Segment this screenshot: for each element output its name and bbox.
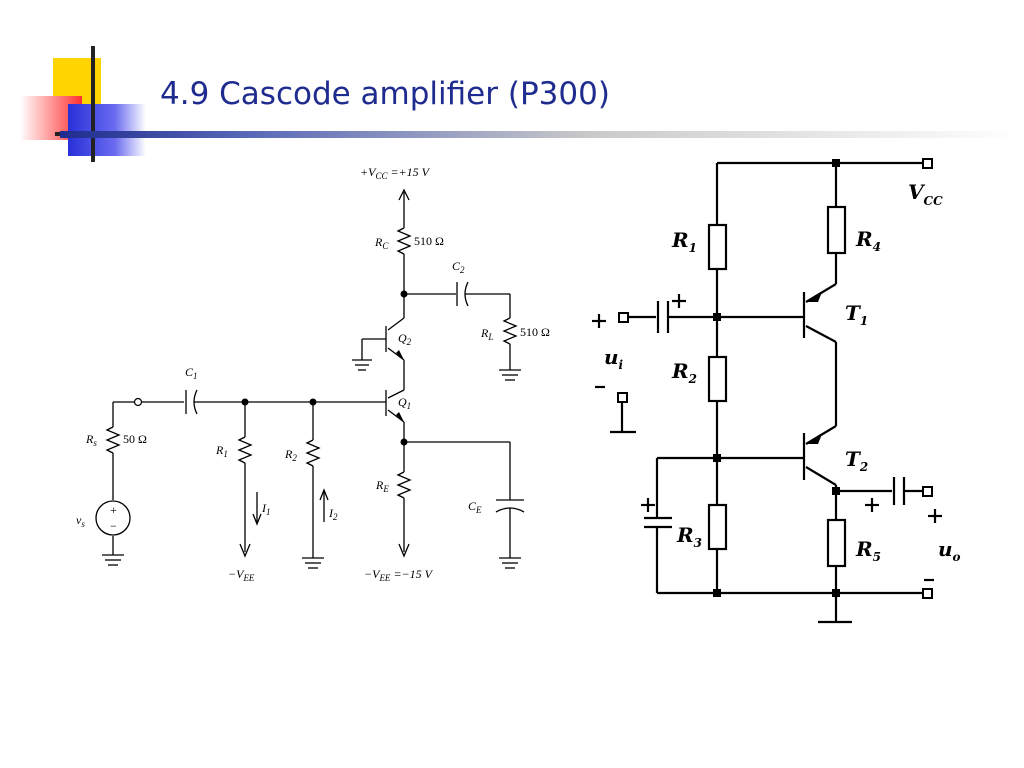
left-circuit [102, 188, 525, 569]
left-re-label: RE [375, 478, 389, 494]
left-vs-plus: + [110, 503, 117, 517]
left-vs-label: vs [76, 513, 85, 529]
right-uo-label: uo [938, 537, 961, 564]
left-c2-label: C2 [452, 259, 465, 275]
right-r4-label: R4 [855, 227, 881, 254]
right-vcc-label: VCC [908, 180, 943, 208]
left-rc-label: RC [374, 235, 389, 251]
left-c1-label: C1 [185, 365, 198, 381]
left-i1-label: I1 [261, 501, 271, 517]
left-vs-minus: − [110, 519, 117, 533]
output-ground-terminal [922, 588, 933, 599]
right-r3-label: R3 [676, 523, 702, 550]
voltage-source-icon [95, 500, 131, 536]
left-r1-label: R1 [215, 443, 228, 459]
left-rl-label: RL [480, 326, 493, 342]
left-q1-label: Q1 [398, 395, 411, 411]
left-vee-label: −VEE [228, 567, 255, 583]
deco-blue-square [68, 104, 146, 156]
right-circuit [592, 161, 942, 624]
deco-vertical-line [91, 46, 95, 162]
input-ground-terminal [617, 392, 628, 403]
left-circuit-marks [95, 290, 408, 536]
right-t2-label: T2 [845, 447, 868, 474]
output-terminal [922, 486, 933, 497]
vcc-terminal [922, 158, 933, 169]
left-i2-label: I2 [328, 506, 338, 522]
right-circuit-marks [617, 158, 933, 599]
title-underline [60, 131, 1020, 138]
right-r1-label: R1 [671, 228, 697, 255]
right-r2-label: R2 [671, 359, 697, 386]
right-ui-label: ui [604, 345, 624, 372]
left-vcc-label: +VCC =+15 V [360, 165, 431, 181]
left-rs-label: Rs [85, 432, 97, 448]
right-t1-label: T1 [845, 301, 868, 328]
right-r5-label: R5 [855, 537, 881, 564]
left-rl-value: 510 Ω [520, 325, 550, 339]
input-terminal [618, 312, 629, 323]
left-rs-value: 50 Ω [123, 432, 147, 446]
page-title: 4.9 Cascode amplifier (P300) [160, 76, 610, 112]
left-r2-label: R2 [284, 447, 297, 463]
left-ce-label: CE [468, 499, 482, 515]
left-q2-label: Q2 [398, 331, 412, 347]
left-rc-value: 510 Ω [414, 234, 444, 248]
left-vee-value-label: −VEE =−15 V [364, 567, 434, 583]
